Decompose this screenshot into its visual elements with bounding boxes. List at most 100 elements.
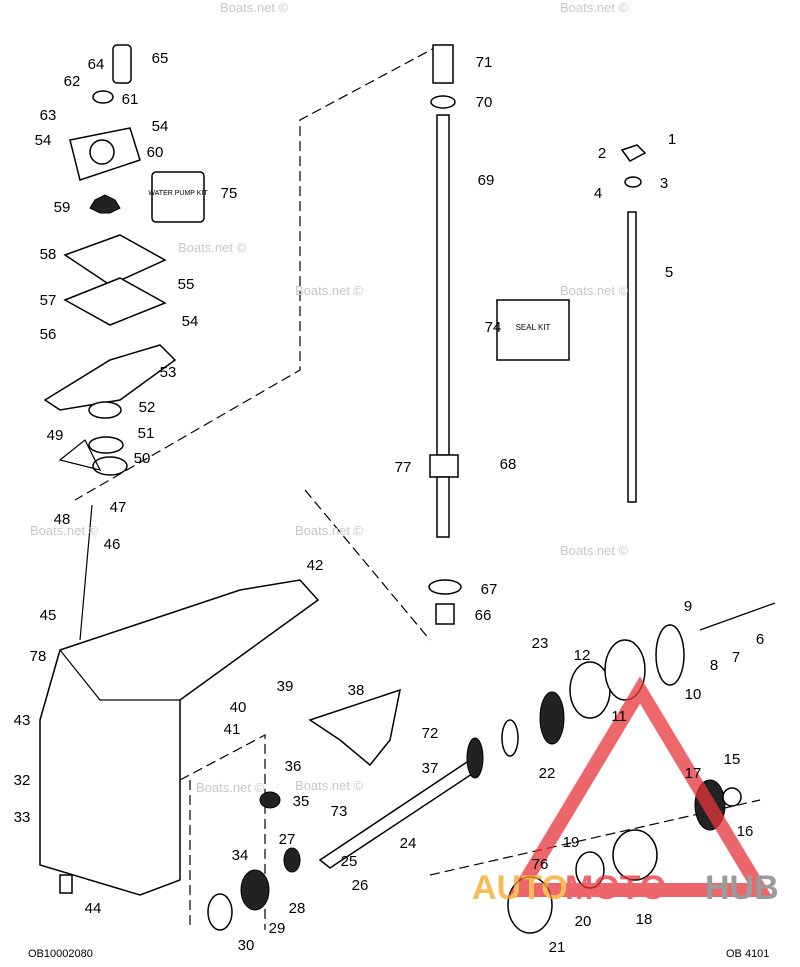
part-number-1: 1 [668, 131, 676, 148]
part-number-35: 35 [293, 793, 310, 810]
watermark: Boats.net © [560, 543, 629, 558]
part-number-9: 9 [684, 598, 692, 615]
part-number-64: 64 [88, 56, 105, 73]
automotohub-logo: AUTO MOTO HUB [472, 676, 779, 907]
part-number-54: 54 [152, 118, 169, 135]
part-number-60: 60 [147, 144, 164, 161]
part-number-7: 7 [732, 649, 740, 666]
part-number-30: 30 [238, 937, 255, 954]
part-number-71: 71 [476, 54, 493, 71]
part-number-20: 20 [575, 913, 592, 930]
part-number-15: 15 [724, 751, 741, 768]
part-number-63: 63 [40, 107, 57, 124]
part-number-46: 46 [104, 536, 121, 553]
part-number-38: 38 [348, 682, 365, 699]
part-number-62: 62 [64, 73, 81, 90]
part-number-75: 75 [221, 185, 238, 202]
watermark: Boats.net © [295, 283, 364, 298]
guide-line [429, 799, 761, 876]
part-number-67: 67 [481, 581, 498, 598]
part-number-66: 66 [475, 607, 492, 624]
part-number-42: 42 [307, 557, 324, 574]
part-number-10: 10 [685, 686, 702, 703]
part-number-6: 6 [756, 631, 764, 648]
part-number-28: 28 [289, 900, 306, 917]
part-number-47: 47 [110, 499, 127, 516]
part-number-22: 22 [539, 765, 556, 782]
part-number-72: 72 [422, 725, 439, 742]
part-number-61: 61 [122, 91, 139, 108]
water-pump-parts: WATER PUMP KIT [43, 44, 208, 641]
watermark: Boats.net © [295, 523, 364, 538]
guide-line [74, 44, 441, 501]
part-number-21: 21 [549, 939, 566, 956]
part-number-2: 2 [598, 145, 606, 162]
part-number-57: 57 [40, 292, 57, 309]
guide-line [179, 734, 266, 930]
watermark: Boats.net © [295, 778, 364, 793]
part-number-51: 51 [138, 425, 155, 442]
part-number-68: 68 [500, 456, 517, 473]
part-number-58: 58 [40, 246, 57, 263]
part-number-55: 55 [178, 276, 195, 293]
part-number-74: 74 [485, 319, 502, 336]
water-pump-kit-text: WATER PUMP KIT [148, 190, 208, 197]
part-number-50: 50 [134, 450, 151, 467]
part-number-76: 76 [532, 856, 549, 873]
part-number-54: 54 [182, 313, 199, 330]
part-number-4: 4 [594, 185, 602, 202]
part-number-26: 26 [352, 877, 369, 894]
part-number-48: 48 [54, 511, 71, 528]
watermarks: Boats.net © Boats.net © Boats.net © Boat… [30, 0, 629, 795]
propshaft-parts [207, 602, 776, 934]
part-number-3: 3 [660, 175, 668, 192]
part-number-43: 43 [14, 712, 31, 729]
part-number-39: 39 [277, 678, 294, 695]
part-number-36: 36 [285, 758, 302, 775]
part-number-44: 44 [85, 900, 102, 917]
part-number-18: 18 [636, 911, 653, 928]
part-number-54: 54 [35, 132, 52, 149]
watermark: Boats.net © [560, 283, 629, 298]
watermark: Boats.net © [30, 523, 99, 538]
part-number-59: 59 [54, 199, 71, 216]
part-number-24: 24 [400, 835, 417, 852]
part-number-29: 29 [269, 920, 286, 937]
part-number-70: 70 [476, 94, 493, 111]
part-number-49: 49 [47, 427, 64, 444]
part-number-16: 16 [737, 823, 754, 840]
part-number-5: 5 [665, 264, 673, 281]
driveshaft-parts: SEAL KIT [428, 44, 570, 625]
part-number-56: 56 [40, 326, 57, 343]
part-number-40: 40 [230, 699, 247, 716]
part-number-25: 25 [341, 853, 358, 870]
part-number-23: 23 [532, 635, 549, 652]
part-number-19: 19 [563, 834, 580, 851]
part-number-11: 11 [611, 708, 627, 725]
logo-text: AUTO [472, 869, 568, 907]
guide-line [304, 489, 431, 641]
logo-text: MOTO [565, 869, 666, 907]
part-number-41: 41 [224, 721, 241, 738]
part-number-73: 73 [331, 803, 348, 820]
part-number-27: 27 [279, 831, 296, 848]
part-number-37: 37 [422, 760, 439, 777]
part-number-78: 78 [30, 648, 47, 665]
watermark: Boats.net © [560, 0, 629, 15]
shift-rod-parts [620, 144, 647, 503]
part-number-77: 77 [395, 459, 412, 476]
logo-text: HUB [705, 869, 779, 907]
seal-kit-text: SEAL KIT [516, 323, 551, 332]
part-number-45: 45 [40, 607, 57, 624]
part-number-12: 12 [574, 647, 591, 664]
part-number-53: 53 [160, 364, 177, 381]
watermark: Boats.net © [220, 0, 289, 15]
part-number-32: 32 [14, 772, 31, 789]
diagram-code-left: OB10002080 [28, 948, 93, 960]
part-number-34: 34 [232, 847, 249, 864]
part-number-65: 65 [152, 50, 169, 67]
part-number-33: 33 [14, 809, 31, 826]
